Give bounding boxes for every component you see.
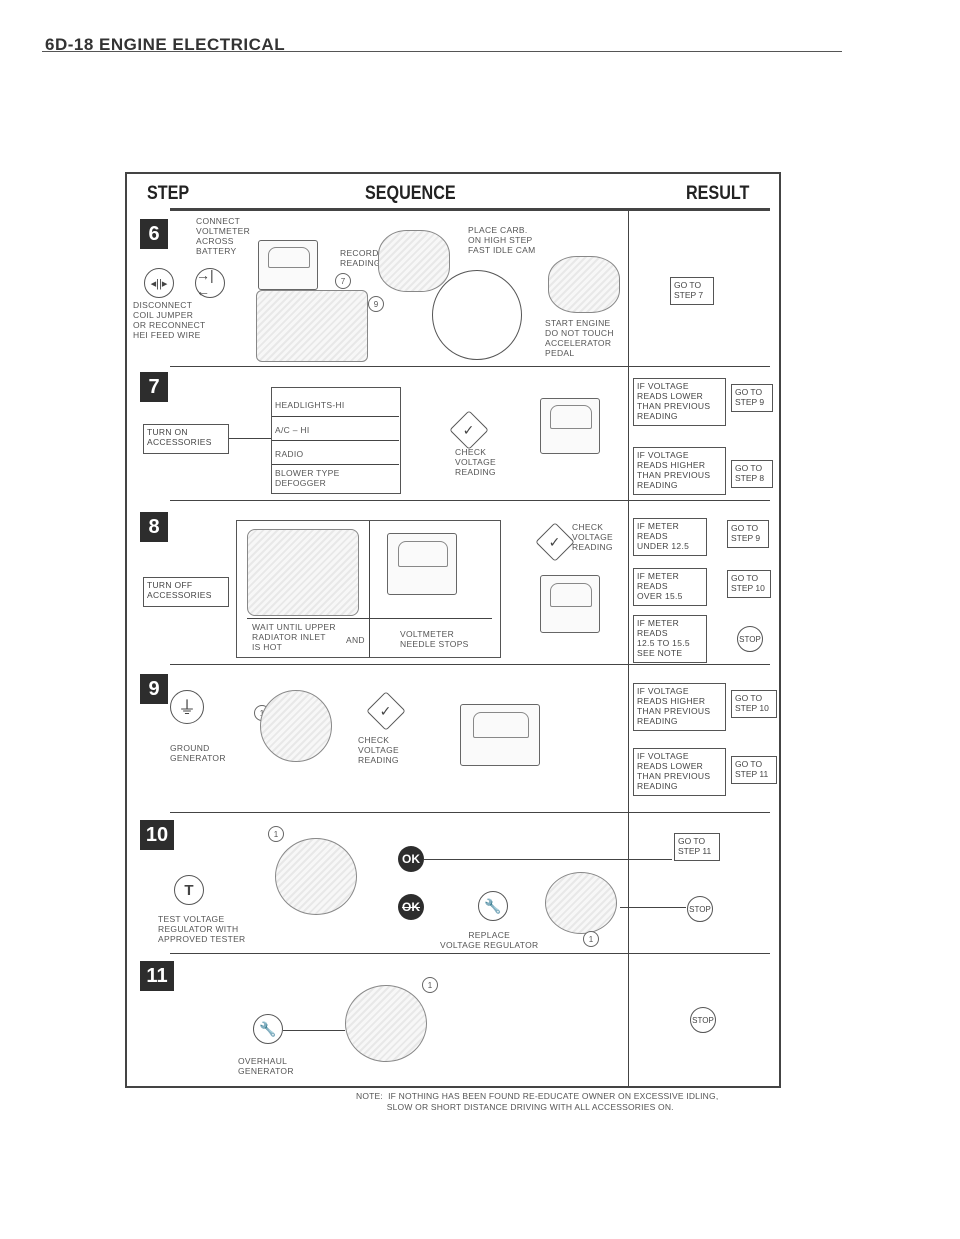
and-text: AND (346, 635, 365, 645)
step-8-goto-10: GO TO STEP 10 (727, 570, 771, 598)
overhaul-generator-text: OVERHAUL GENERATOR (238, 1056, 294, 1076)
step-8-check-text: CHECK VOLTAGE READING (572, 522, 613, 552)
wait-panel: WAIT UNTIL UPPER RADIATOR INLET IS HOT A… (236, 520, 501, 658)
step-8-voltmeter-right (540, 575, 600, 633)
row-divider-10-11 (170, 953, 770, 954)
step-9-goto-10: GO TO STEP 10 (731, 690, 777, 718)
overhaul-generator-illustration (345, 985, 427, 1062)
stop-connector-line (620, 907, 686, 908)
ref-1-circle: 1 (422, 977, 438, 993)
step-9-voltmeter (460, 704, 540, 766)
accessory-divider (272, 416, 399, 417)
wrench-icon: 🔧 (478, 891, 508, 921)
not-ok-icon: OK (398, 894, 424, 920)
row-divider-9-10 (170, 812, 770, 813)
page-title: 6D-18 ENGINE ELECTRICAL (45, 35, 286, 54)
step-8-condition-under: IF METER READS UNDER 12.5 (633, 518, 707, 556)
step-6-disconnect-text: DISCONNECT COIL JUMPER OR RECONNECT HEI … (133, 300, 206, 340)
ok-icon: OK (398, 846, 424, 872)
disconnect-plug-icon: ◂||▸ (144, 268, 174, 298)
header-rule (42, 51, 842, 52)
step-6-start-engine-text: START ENGINE DO NOT TOUCH ACCELERATOR PE… (545, 318, 614, 358)
ref-1-circle: 1 (583, 931, 599, 947)
step-10-badge: 10 (140, 820, 174, 850)
step-7-check-text: CHECK VOLTAGE READING (455, 447, 496, 477)
wait-panel-divider (369, 521, 370, 657)
step-8-voltmeter (387, 533, 457, 595)
voltmeter-illustration (258, 240, 318, 290)
test-regulator-text: TEST VOLTAGE REGULATOR WITH APPROVED TES… (158, 914, 246, 944)
step-9-goto-11: GO TO STEP 11 (731, 756, 777, 784)
step-7-condition-higher: IF VOLTAGE READS HIGHER THAN PREVIOUS RE… (633, 447, 726, 495)
column-sequence-heading: SEQUENCE (365, 183, 456, 204)
connect-plug-icon: →|← (195, 267, 225, 299)
generator-illustration (260, 690, 332, 762)
wait-panel-rule (247, 618, 492, 619)
result-column-divider (628, 211, 629, 1086)
step-7-condition-lower: IF VOLTAGE READS LOWER THAN PREVIOUS REA… (633, 378, 726, 426)
step-6-connect-text: CONNECT VOLTMETER ACROSS BATTERY (196, 216, 251, 256)
turn-on-connector (229, 438, 271, 439)
wrench-icon: 🔧 (253, 1014, 283, 1044)
ref-1-circle: 1 (268, 826, 284, 842)
accessory-item-headlights: HEADLIGHTS-HI (275, 400, 345, 410)
step-8-goto-9: GO TO STEP 9 (727, 520, 769, 548)
column-step-heading: STEP (147, 183, 190, 204)
step-10-stop-sign: STOP (687, 896, 713, 922)
step-8-stop-sign: STOP (737, 626, 763, 652)
step-7-voltmeter (540, 398, 600, 454)
ref-7-circle: 7 (335, 273, 351, 289)
engine-start-illustration (548, 256, 620, 313)
step-9-condition-higher: IF VOLTAGE READS HIGHER THAN PREVIOUS RE… (633, 683, 726, 731)
accelerator-magnify-circle (432, 270, 522, 360)
diagnostic-table-frame (125, 172, 781, 1088)
step-8-condition-within: IF METER READS 12.5 TO 15.5 SEE NOTE (633, 615, 707, 663)
row-divider-8-9 (170, 664, 770, 665)
turn-on-accessories-box: TURN ON ACCESSORIES (143, 424, 229, 454)
accessory-divider (272, 464, 399, 465)
step-8-condition-over: IF METER READS OVER 15.5 (633, 568, 707, 606)
step-6-record-text: RECORD READING (340, 248, 381, 268)
carburetor-illustration (378, 230, 450, 292)
accessory-item-radio: RADIO (275, 449, 304, 459)
replace-regulator-illustration (545, 872, 617, 934)
step-11-stop-sign: STOP (690, 1007, 716, 1033)
wait-radiator-text: WAIT UNTIL UPPER RADIATOR INLET IS HOT (252, 622, 336, 652)
regulator-generator-illustration (275, 838, 357, 915)
step-6-place-carb-text: PLACE CARB. ON HIGH STEP FAST IDLE CAM (468, 225, 536, 255)
step-8-badge: 8 (140, 512, 168, 542)
ref-9-circle: 9 (368, 296, 384, 312)
accessory-list-panel: HEADLIGHTS-HI A/C – HI RADIO BLOWER TYPE… (271, 387, 401, 494)
step-7-goto-9: GO TO STEP 9 (731, 384, 773, 412)
step-6-result-goto: GO TO STEP 7 (670, 277, 714, 305)
ground-icon: ⏚ (170, 690, 204, 724)
step-9-condition-lower: IF VOLTAGE READS LOWER THAN PREVIOUS REA… (633, 748, 726, 796)
footnote: NOTE: IF NOTHING HAS BEEN FOUND RE-EDUCA… (356, 1091, 719, 1112)
step-11-badge: 11 (140, 961, 174, 991)
step-7-goto-8: GO TO STEP 8 (731, 460, 773, 488)
ground-generator-text: GROUND GENERATOR (170, 743, 226, 763)
accessory-item-defogger: BLOWER TYPE DEFOGGER (275, 468, 340, 488)
tester-t-icon: T (174, 875, 204, 905)
step-6-badge: 6 (140, 219, 168, 249)
needle-stops-text: VOLTMETER NEEDLE STOPS (400, 629, 469, 649)
header-divider (170, 208, 770, 211)
ok-connector-line (424, 859, 672, 860)
overhaul-connector-line (283, 1030, 345, 1031)
accessory-divider (272, 440, 399, 441)
row-divider-7-8 (170, 500, 770, 501)
battery-illustration (256, 290, 368, 362)
replace-regulator-text: REPLACE VOLTAGE REGULATOR (440, 930, 539, 950)
turn-off-accessories-box: TURN OFF ACCESSORIES (143, 577, 229, 607)
step-9-check-text: CHECK VOLTAGE READING (358, 735, 399, 765)
accessory-item-ac: A/C – HI (275, 425, 310, 435)
step-10-goto-11: GO TO STEP 11 (674, 833, 720, 861)
radiator-illustration (247, 529, 359, 616)
step-7-badge: 7 (140, 372, 168, 402)
step-9-badge: 9 (140, 674, 168, 704)
row-divider-6-7 (170, 366, 770, 367)
column-result-heading: RESULT (686, 183, 750, 204)
